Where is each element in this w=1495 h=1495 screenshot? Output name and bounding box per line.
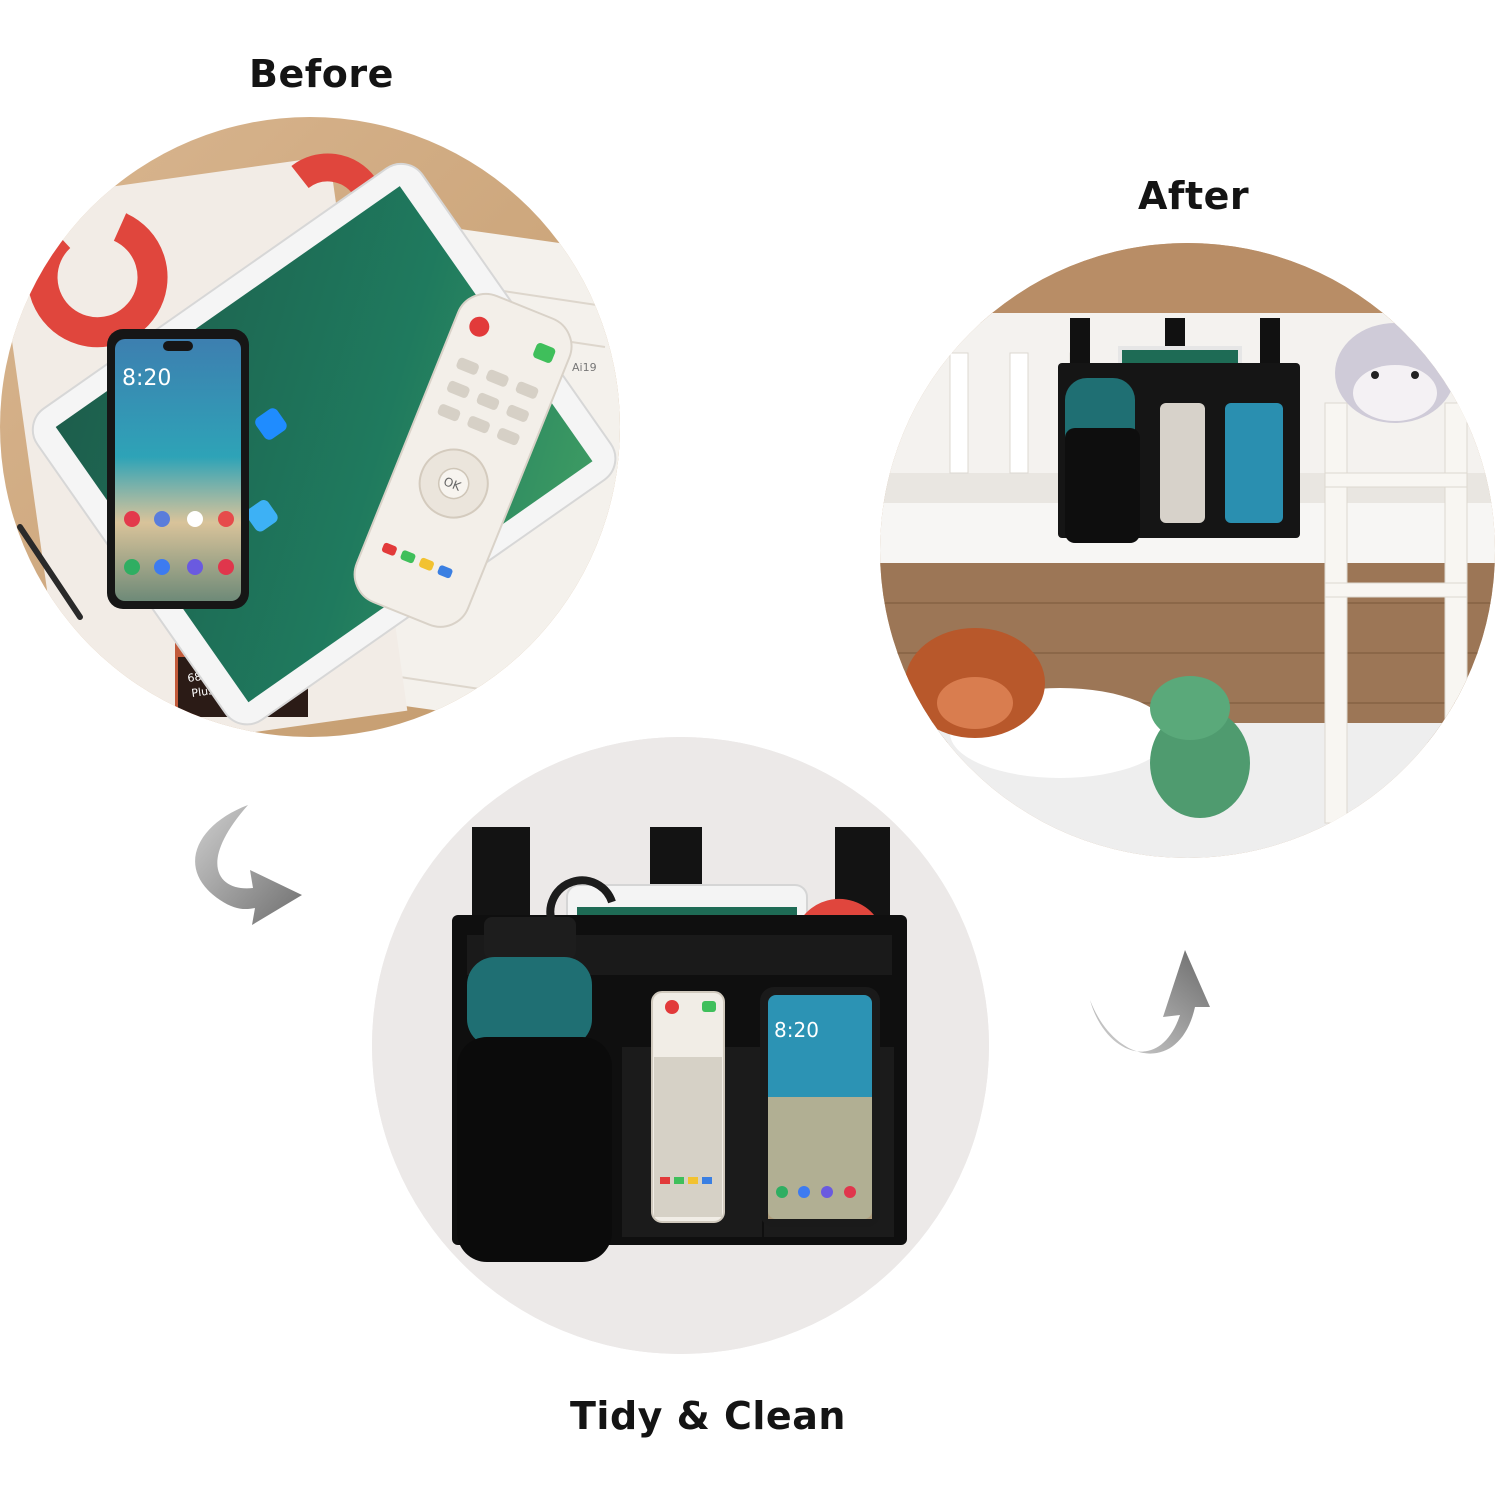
after-scene-circle	[880, 243, 1495, 858]
curved-arrow-up-right-icon	[1090, 950, 1210, 1054]
phone-clock: 8:20	[122, 366, 171, 391]
product-phone-clock: 8:20	[774, 1018, 819, 1042]
water-bottle	[457, 876, 616, 1262]
pen	[17, 524, 83, 620]
before-scene-illustration: Ai19 68 fabulous and Plus, our guide to …	[0, 117, 620, 737]
bear-plush	[905, 628, 1045, 738]
before-label: Before	[249, 52, 394, 96]
hamster-plush	[1335, 323, 1455, 423]
smartphone: 8:20	[107, 329, 249, 609]
tv-remote: OK	[353, 292, 573, 628]
bedside-organizer-hanging	[1058, 318, 1300, 543]
tidy-clean-label: Tidy & Clean	[570, 1394, 846, 1438]
after-label: After	[1138, 174, 1250, 218]
phone-in-pocket: 8:20	[760, 987, 880, 1227]
dinosaur-plush	[1150, 676, 1250, 818]
before-scene-circle: Ai19 68 fabulous and Plus, our guide to …	[0, 117, 620, 737]
curved-arrow-down-right-icon	[195, 805, 302, 925]
remote-in-pocket	[651, 991, 725, 1223]
remote-ok-label: OK	[441, 474, 463, 494]
paper-text: Ai19	[572, 361, 597, 374]
phone-app-icons	[124, 511, 234, 575]
product-illustration: 8:20	[372, 737, 989, 1354]
after-scene-illustration	[880, 243, 1495, 858]
product-circle: 8:20	[372, 737, 989, 1354]
